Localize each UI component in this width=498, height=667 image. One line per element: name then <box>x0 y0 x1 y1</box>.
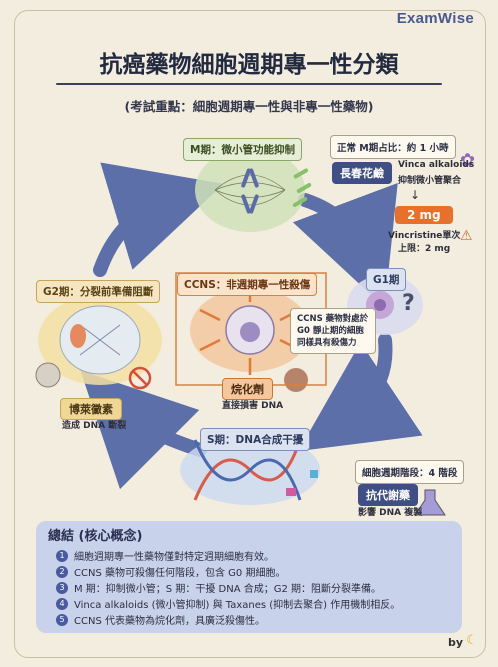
alkylating-drug-badge: 烷化劑 <box>222 378 273 400</box>
ccns-note: CCNS 藥物對處於 G0 靜止期的細胞 同樣具有殺傷力 <box>290 308 376 354</box>
nucleotide-icon <box>286 488 296 496</box>
alkylating-caption: 直接損害 DNA <box>222 401 284 411</box>
ccns-label: CCNS：非週期專一性殺傷 <box>177 273 318 296</box>
warning-icon: ⚠ <box>460 228 473 244</box>
footer-byline: by <box>448 636 464 649</box>
m-phase-label: M期：微小管功能抑制 <box>183 138 302 161</box>
antimetabolite-drug-badge: 抗代謝藥 <box>358 484 418 506</box>
spindle-icon <box>214 174 286 206</box>
vinca-mechanism-1: Vinca alkaloids <box>398 160 475 170</box>
s-phase-label: S期：DNA合成干擾 <box>200 428 311 451</box>
summary-title: 總結 (核心概念) <box>48 529 143 544</box>
summary-number: 1 <box>56 549 68 562</box>
arrow-g1-to-s <box>298 333 423 452</box>
bleomycin-drug-badge: 博萊黴素 <box>60 398 122 420</box>
vinca-drug-badge: 長春花鹼 <box>332 162 392 184</box>
block-icon <box>128 366 152 390</box>
bleomycin-caption: 造成 DNA 斷裂 <box>62 421 127 431</box>
microtubule-icon <box>292 168 312 207</box>
arrow-s-to-g2 <box>80 370 207 490</box>
ccns-note-line-3: 同樣具有殺傷力 <box>297 338 357 348</box>
dose-badge: 2 mg <box>395 206 453 224</box>
ccns-note-line-2: G0 靜止期的細胞 <box>297 326 364 336</box>
cycle-stages-note: 細胞週期階段：4 階段 <box>355 460 465 484</box>
arrow-m-to-g1 <box>292 182 398 308</box>
vincristine-limit-1: Vincristine單次 <box>388 231 461 241</box>
title-underline <box>56 83 442 85</box>
question-icon: ? <box>402 291 415 316</box>
down-arrow-icon: ↓ <box>410 188 421 202</box>
page-frame <box>14 10 486 658</box>
g2-phase-label: G2期：分裂前準備阻斷 <box>36 280 161 303</box>
banana-icon: ☾ <box>466 633 478 648</box>
g1-phase-label: G1期 <box>366 268 407 291</box>
m-duration-note: 正常 M期占比：約 1 小時 <box>330 135 456 159</box>
bleomycin-pill-icon <box>35 362 61 388</box>
dna-helix-icon <box>193 439 302 501</box>
antimetabolite-caption: 影響 DNA 複製 <box>358 508 423 518</box>
brand-logo: ExamWise <box>396 10 474 27</box>
page-title: 抗癌藥物細胞週期專一性分類 <box>99 52 399 78</box>
summary-number: 2 <box>56 565 68 578</box>
ccns-note-line-1: CCNS 藥物對處於 <box>297 314 369 324</box>
alkylating-molecule-icon <box>284 368 308 392</box>
arrow-g2-to-m <box>93 162 224 277</box>
vinca-mechanism-2: 抑制微小管聚合 <box>398 176 462 186</box>
summary-number: 5 <box>56 613 68 626</box>
beaker-icon <box>414 489 446 516</box>
flower-icon: ✿ <box>460 150 476 171</box>
page-subtitle: (考試重點：細胞週期專一性與非專一性藥物) <box>124 99 374 114</box>
m-phase-cell <box>195 148 305 232</box>
summary-number: 3 <box>56 581 68 594</box>
chromosome-icon <box>241 168 259 214</box>
vincristine-limit-2: 上限：2 mg <box>398 244 451 254</box>
summary-number: 4 <box>56 597 68 610</box>
summary-panel <box>36 521 462 633</box>
